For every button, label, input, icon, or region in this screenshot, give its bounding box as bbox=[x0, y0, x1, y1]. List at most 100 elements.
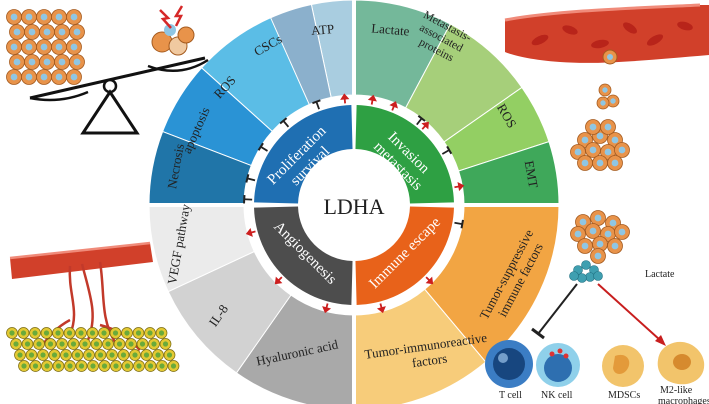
tumor-cell-cluster-topleft bbox=[6, 9, 85, 85]
inhibit-mark-1 bbox=[279, 117, 290, 128]
lactate-side-label: Lactate bbox=[645, 269, 675, 280]
tissue-cell bbox=[29, 360, 42, 372]
t-cell-icon bbox=[485, 340, 533, 388]
lactate-dot bbox=[569, 271, 579, 281]
tissue-cell bbox=[18, 360, 30, 372]
tumor-cell bbox=[577, 155, 593, 171]
promotion-arrow bbox=[597, 283, 666, 346]
tumor-tissue-bottomleft bbox=[6, 327, 180, 372]
tissue-cell bbox=[159, 338, 172, 350]
inner-sector-invasion bbox=[355, 105, 454, 204]
label-lactate-ring: Lactate bbox=[371, 20, 411, 38]
damaged-cells-icon bbox=[151, 24, 195, 56]
tumor-cell-cluster-right bbox=[570, 119, 630, 171]
tissue-cell bbox=[90, 338, 103, 350]
center-label: LDHA bbox=[323, 194, 384, 219]
tissue-cell bbox=[40, 327, 53, 339]
tumor-cell bbox=[51, 9, 67, 25]
tissue-cell bbox=[10, 338, 22, 350]
tissue-cell bbox=[113, 338, 126, 350]
mdscs-label: MDSCs bbox=[608, 390, 640, 401]
lactate-dot bbox=[585, 272, 595, 282]
tumor-cell-cluster-lower-right bbox=[570, 210, 630, 264]
tissue-cell bbox=[163, 349, 176, 361]
tumor-cell bbox=[9, 54, 25, 70]
escaping-cell bbox=[598, 83, 612, 97]
lactate-dot bbox=[593, 271, 603, 281]
m2-label-line2: macrophages bbox=[658, 396, 709, 404]
tumor-cell bbox=[39, 24, 55, 40]
blood-vessel-topright bbox=[504, 3, 709, 65]
tumor-cell bbox=[36, 9, 52, 25]
tissue-cell bbox=[156, 360, 168, 372]
promote-mark-13 bbox=[425, 276, 434, 285]
tumor-cell bbox=[51, 69, 67, 85]
tumor-cell bbox=[585, 142, 601, 158]
tumor-cell bbox=[614, 142, 630, 158]
tissue-cell bbox=[152, 349, 164, 361]
inner-ring bbox=[254, 105, 454, 305]
tissue-cell bbox=[25, 349, 38, 361]
inhibit-mark-4 bbox=[243, 194, 253, 204]
lactate-molecules bbox=[569, 260, 603, 283]
inhibit-mark-12 bbox=[454, 219, 464, 229]
tissue-cell bbox=[60, 349, 72, 361]
tumor-cell bbox=[607, 238, 623, 254]
tissue-cell bbox=[37, 349, 49, 361]
tissue-cell bbox=[98, 327, 110, 339]
tissue-cell bbox=[44, 338, 57, 350]
tissue-cell bbox=[63, 327, 76, 339]
tumor-cell bbox=[24, 54, 40, 70]
tumor-cell bbox=[69, 24, 85, 40]
tumor-cell bbox=[570, 226, 586, 242]
tumor-cell bbox=[585, 223, 601, 239]
tissue-cell bbox=[14, 349, 26, 361]
tissue-cell bbox=[110, 360, 122, 372]
tumor-cell bbox=[66, 69, 82, 85]
tissue-cell bbox=[29, 327, 41, 339]
inhibit-mark-10 bbox=[441, 145, 453, 155]
t-cell-label: T cell bbox=[499, 390, 522, 401]
tumor-cell bbox=[592, 236, 608, 252]
tumor-cell bbox=[600, 119, 616, 135]
lactate-dot bbox=[577, 273, 587, 283]
tumor-cell bbox=[21, 39, 37, 55]
tissue-cell bbox=[167, 360, 180, 372]
tissue-cell bbox=[98, 360, 111, 372]
tissue-cell bbox=[52, 360, 65, 372]
tumor-cell bbox=[51, 39, 67, 55]
tissue-cell bbox=[75, 360, 88, 372]
inhibit-mark-2 bbox=[257, 142, 268, 152]
tumor-cell bbox=[36, 69, 52, 85]
regulation-marks bbox=[243, 93, 465, 314]
promote-mark-6 bbox=[367, 94, 377, 105]
tumor-cell bbox=[585, 119, 601, 135]
tumor-cell bbox=[69, 54, 85, 70]
label-emt: EMT bbox=[522, 159, 542, 189]
tissue-cell bbox=[117, 349, 130, 361]
tissue-cell bbox=[106, 349, 118, 361]
inhibit-mark-0 bbox=[312, 99, 321, 110]
tumor-cell bbox=[54, 24, 70, 40]
tissue-cell bbox=[129, 349, 141, 361]
promote-mark-14 bbox=[376, 303, 386, 314]
tissue-cell bbox=[144, 360, 157, 372]
inhibit-mark-8 bbox=[416, 114, 426, 126]
segment-apoptosis bbox=[161, 67, 273, 167]
tumor-cell bbox=[590, 248, 606, 264]
tumor-cell bbox=[614, 224, 630, 240]
tissue-cell bbox=[125, 338, 137, 350]
macrophage-icon bbox=[657, 341, 705, 385]
tissue-cell bbox=[102, 338, 114, 350]
tumor-cell bbox=[24, 24, 40, 40]
nk-cell-label: NK cell bbox=[541, 390, 573, 401]
inhibit-mark-3 bbox=[245, 174, 256, 183]
label-tumor-immunoreactive-line2: factors bbox=[411, 351, 448, 371]
tumor-cell bbox=[6, 9, 22, 25]
tissue-cell bbox=[121, 360, 134, 372]
escaping-cell bbox=[596, 96, 610, 110]
tumor-cell bbox=[54, 54, 70, 70]
mdsc-icon bbox=[602, 345, 644, 387]
promote-mark-17 bbox=[245, 227, 256, 237]
